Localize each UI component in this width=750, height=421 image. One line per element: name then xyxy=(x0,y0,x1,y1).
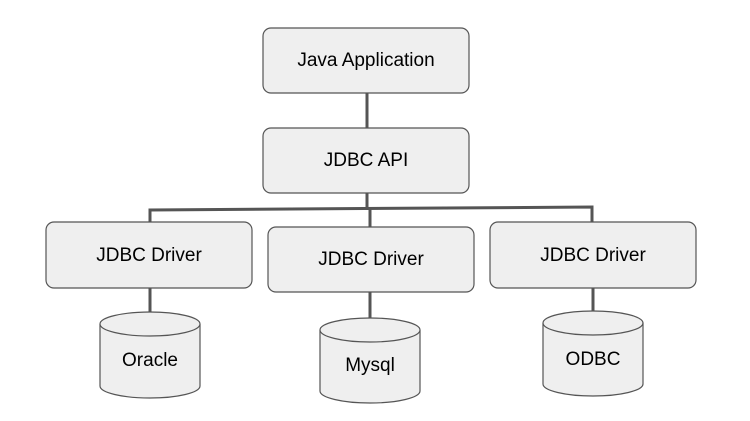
database-label-odbc: ODBC xyxy=(566,349,621,370)
java-application-label: Java Application xyxy=(297,50,434,71)
java-application-node: Java Application xyxy=(262,27,470,94)
jdbc-driver-label-1: JDBC Driver xyxy=(96,245,202,266)
jdbc-driver-node-2: JDBC Driver xyxy=(267,226,475,293)
jdbc-driver-label-2: JDBC Driver xyxy=(318,249,424,270)
database-label-oracle: Oracle xyxy=(122,350,178,371)
jdbc-driver-node-1: JDBC Driver xyxy=(45,221,253,289)
database-mysql: Mysql xyxy=(319,317,421,404)
jdbc-driver-node-3: JDBC Driver xyxy=(489,221,697,289)
jdbc-api-label: JDBC API xyxy=(324,150,408,171)
database-oracle: Oracle xyxy=(99,311,201,399)
database-label-mysql: Mysql xyxy=(345,355,395,376)
jdbc-api-node: JDBC API xyxy=(262,127,470,194)
database-odbc: ODBC xyxy=(542,310,644,397)
jdbc-driver-label-3: JDBC Driver xyxy=(540,245,646,266)
